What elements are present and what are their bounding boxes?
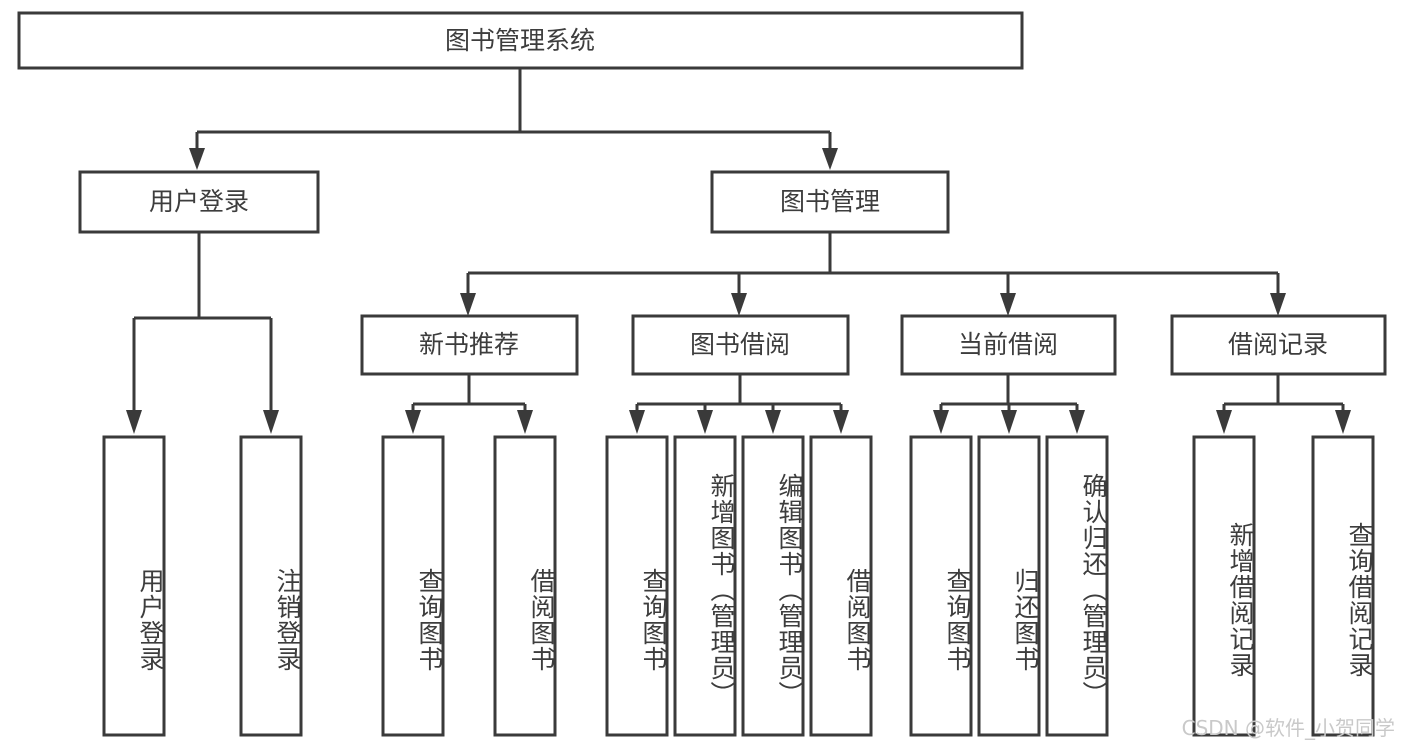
node-borrow-record[interactable]: 借阅记录: [1170, 314, 1387, 376]
arrow-to-leaf-query-record: [1335, 410, 1351, 434]
leaf-box-query-record[interactable]: [1311, 435, 1375, 737]
leaf-box-add-book[interactable]: [673, 435, 737, 737]
book-borrow-label: 图书借阅: [690, 330, 790, 359]
leaf-box-edit-book[interactable]: [741, 435, 805, 737]
leaf-box-query-book-2[interactable]: [605, 435, 669, 737]
arrow-to-leaf-query-book-2: [629, 410, 645, 434]
arrow-to-leaf-edit-book: [765, 410, 781, 434]
arrow-to-leaf-query-book-3: [933, 410, 949, 434]
leaf-box-borrow-book-1[interactable]: [493, 435, 557, 737]
new-book-recommend-box: [360, 314, 579, 376]
leaf-box-borrow-book-2[interactable]: [809, 435, 873, 737]
arrow-to-leaf-confirm-return: [1069, 410, 1085, 434]
arrow-to-leaf-borrow-book-2: [833, 410, 849, 434]
node-root[interactable]: 图书管理系统: [17, 11, 1024, 70]
arrow-to-leaf-return-book: [1001, 410, 1017, 434]
node-book-borrow[interactable]: 图书借阅: [631, 314, 850, 376]
current-borrow-box: [900, 314, 1117, 376]
arrow-to-leaf-borrow-book-1: [517, 410, 533, 434]
arrow-to-borrow-record: [1270, 293, 1286, 316]
node-new-book-recommend[interactable]: 新书推荐: [360, 314, 579, 376]
arrow-to-leaf-query-book-1: [405, 410, 421, 434]
new-book-recommend-label: 新书推荐: [419, 330, 519, 359]
root-box: [17, 11, 1024, 70]
book-management-label: 图书管理: [780, 187, 880, 216]
leaf-box-user-login[interactable]: [102, 435, 166, 737]
leaf-box-add-record[interactable]: [1192, 435, 1256, 737]
arrow-to-current-borrow: [1000, 293, 1016, 316]
node-user-login[interactable]: 用户登录: [78, 170, 320, 234]
arrow-to-user-login: [189, 148, 205, 170]
csdn-watermark: CSDN @软件_小贺同学: [1181, 716, 1395, 740]
arrow-to-book-borrow: [731, 293, 747, 316]
leaf-box-return-book[interactable]: [977, 435, 1041, 737]
arrow-to-leaf-user-logout: [263, 410, 279, 434]
book-management-box: [710, 170, 950, 234]
book-borrow-box: [631, 314, 850, 376]
borrow-record-box: [1170, 314, 1387, 376]
leaf-box-user-logout[interactable]: [239, 435, 303, 737]
root-label: 图书管理系统: [445, 26, 595, 55]
leaf-box-confirm-return[interactable]: [1045, 435, 1109, 737]
borrow-record-label: 借阅记录: [1228, 330, 1328, 359]
arrow-to-book-management: [822, 148, 838, 170]
user-login-label: 用户登录: [149, 187, 249, 216]
leaf-box-query-book-1[interactable]: [381, 435, 445, 737]
arrow-to-leaf-user-login: [126, 410, 142, 434]
node-current-borrow[interactable]: 当前借阅: [900, 314, 1117, 376]
node-book-management[interactable]: 图书管理: [710, 170, 950, 234]
current-borrow-label: 当前借阅: [958, 330, 1058, 359]
leaf-box-query-book-3[interactable]: [909, 435, 973, 737]
arrow-to-leaf-add-book: [697, 410, 713, 434]
arrow-to-new-book-recommend: [460, 293, 476, 316]
arrow-to-leaf-add-record: [1216, 410, 1232, 434]
